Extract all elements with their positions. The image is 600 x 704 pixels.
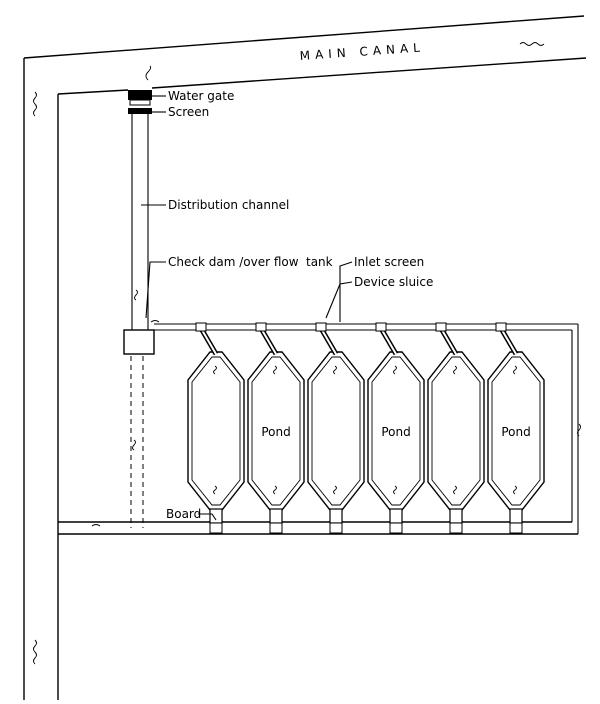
pond-water-mark <box>393 365 397 375</box>
inlet-screen <box>255 322 267 332</box>
distribution-channel-label: Distribution channel <box>168 198 289 212</box>
supply-channel <box>154 323 578 331</box>
screen-label: Screen <box>168 105 209 119</box>
inlet-pipe-bore <box>261 329 277 355</box>
pond-inner-outline <box>491 356 541 506</box>
drain-outlet <box>449 522 463 534</box>
pond-water-mark <box>273 485 277 495</box>
board-label: Board <box>166 507 201 521</box>
water-gate <box>128 90 152 106</box>
tank-label: tank <box>306 255 333 269</box>
pond-label: Pond <box>381 425 410 439</box>
pond-inner-outline <box>311 356 361 506</box>
drain-outlet-board <box>209 508 223 524</box>
pond-water-mark <box>393 485 397 495</box>
inlet-pipe-bore <box>501 329 517 355</box>
pond-label: Pond <box>261 425 290 439</box>
inlet-screen <box>195 322 207 332</box>
drain-outlet <box>269 522 283 534</box>
drain-outlet-board <box>509 508 523 524</box>
main-canal-banks <box>23 15 587 700</box>
check-dam-overflow-tank <box>123 329 155 355</box>
drain-outlet <box>389 522 403 534</box>
right-channel <box>571 324 579 534</box>
inlet-pipe-bore <box>321 329 337 355</box>
pond-group: Pond Pond Pond <box>187 322 545 534</box>
pond-inner-outline <box>251 356 301 506</box>
inlet-screen <box>375 322 387 332</box>
pond-inner-outline <box>371 356 421 506</box>
pond-water-mark <box>513 365 517 375</box>
pond-water-mark <box>333 485 337 495</box>
main-canal-label: MAIN CANAL <box>299 40 425 63</box>
pond-label: Pond <box>501 425 530 439</box>
drain-outlet <box>509 522 523 534</box>
inlet-pipe-bore <box>441 329 457 355</box>
pond-water-mark <box>513 485 517 495</box>
drain-outlet <box>329 522 343 534</box>
device-sluice-label: Device sluice <box>354 275 433 289</box>
inlet-screen <box>315 322 327 332</box>
pond-water-mark <box>213 365 217 375</box>
inlet-pipe-bore <box>381 329 397 355</box>
overflow-drain <box>130 356 144 528</box>
drain-channel <box>58 521 578 535</box>
pond-water-mark <box>333 365 337 375</box>
drain-outlet-board <box>329 508 343 524</box>
drain-outlet <box>209 522 223 534</box>
screen <box>128 108 152 114</box>
pond-inner-outline <box>431 356 481 506</box>
inlet-screen <box>495 322 507 332</box>
pond-inner-outline <box>191 356 241 506</box>
drain-outlet-board <box>389 508 403 524</box>
annotation-leaders <box>141 95 353 521</box>
water-flow-marks <box>33 42 581 665</box>
pond-water-mark <box>213 485 217 495</box>
inlet-screen-label: Inlet screen <box>354 255 424 269</box>
water-gate-label: Water gate <box>168 89 234 103</box>
drain-outlet-board <box>269 508 283 524</box>
pond-water-mark <box>273 365 277 375</box>
drain-outlet-board <box>449 508 463 524</box>
inlet-screen <box>435 322 447 332</box>
inlet-pipe-bore <box>201 329 217 355</box>
pond-water-mark <box>453 485 457 495</box>
pond-water-mark <box>453 365 457 375</box>
check-dam-label: Check dam /over flow <box>168 255 299 269</box>
